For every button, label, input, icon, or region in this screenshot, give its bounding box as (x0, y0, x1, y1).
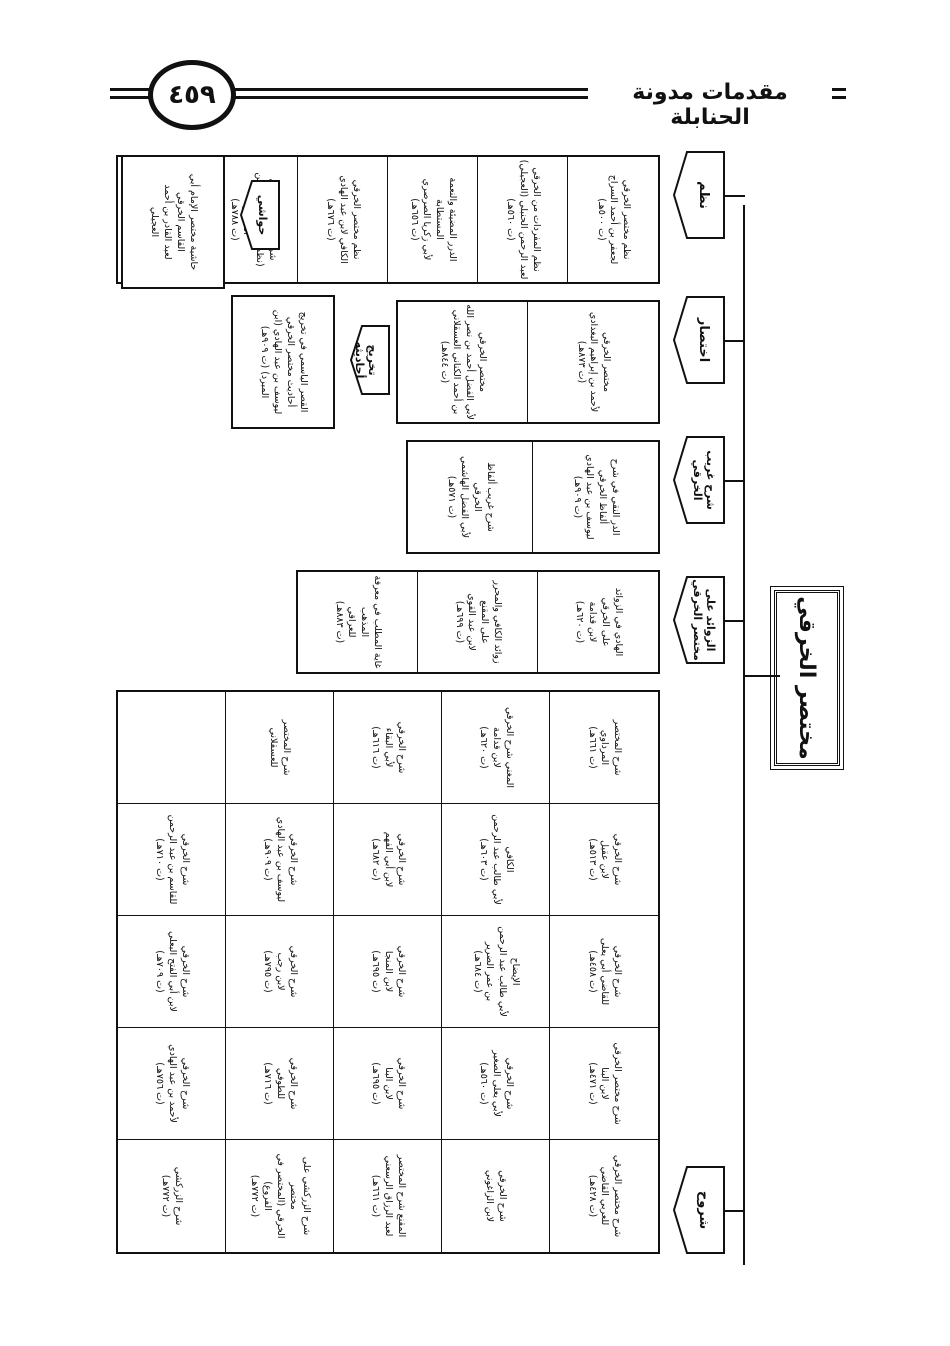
entry-cell: شرح الخرقي لأبي يعلى الصغير (ت ٥٦٠هـ) (442, 1028, 550, 1140)
entry-cell: شرح الخرقي ليوسف بن عبد الهادي (ت ٩٠٩هـ) (226, 804, 334, 916)
connector-gharib (725, 480, 745, 482)
entry-cell: شرح الزركشي على مختصر الخرقي (المختصر في… (226, 1140, 334, 1252)
entry-cell: نظم مختصر الخرقي لجعفر بن أحمد السراج (ت… (595, 174, 633, 265)
category-ikhtisar: اختصار (673, 296, 725, 384)
child-takhrij: القصر الياسمي في تخريج أحاديث مختصر الخر… (231, 295, 335, 429)
category-label: نظم (696, 181, 711, 209)
subcategory-hawashi: حواشي (239, 180, 280, 250)
header-rule-mid-top (232, 88, 588, 91)
category-label: شروح (696, 1190, 711, 1230)
child-hawashi: حاشية مختصر الإمام أبي القاسم الخرقي لعب… (121, 155, 225, 289)
entry-cell: شرح الخرقي لأبي البقاء (ت ٦١٦هـ) (334, 692, 442, 804)
subcategory-label: حواشي (256, 194, 269, 236)
tree-spine (743, 205, 745, 1265)
entry-cell: الدر النقي في شرح ألفاظ الخرقي ليوسف بن … (571, 454, 622, 540)
entry-cell: نظم مختصر الخرقي الكافي لابن عبد الهادي … (298, 157, 388, 282)
running-title: مقدمات مدونة الحنابلة (632, 80, 788, 130)
header-rule-left-top (110, 88, 150, 91)
entry-cell: المغني شرح الخرقي لابن قدامة (ت ٦٢٠هـ) (442, 692, 550, 804)
header-rule-left-bottom (110, 96, 150, 99)
root-connector (745, 675, 780, 677)
entry-cell: شرح الخرقي لابن المنجا (ت ٦٩٥هـ) (334, 916, 442, 1028)
group-shuruh: شرح مختصر الخرقي للعربي القاضي (ت ٤٢٨هـ)… (116, 690, 660, 1254)
group-gharib: الدر النقي في شرح ألفاظ الخرقي ليوسف بن … (406, 440, 660, 554)
entry-cell: الكافي لأبي طالب عبد الرحمن (ت ٦٠٣هـ) (442, 804, 550, 916)
diagram-rotated: مختصر الخرقي شروح شرح مختصر الخرقي للعرب… (100, 150, 860, 1310)
entry-cell: شرح غريب ألفاظ الخرقي لأبي الفضل الهاشمي… (408, 442, 533, 552)
entry-cell: شرح الخرقي للقاضي أبي يعلى (ت ٤٥٨هـ) (550, 916, 658, 1028)
chevron-shape-icon (239, 180, 280, 250)
entry-cell: شرح الخرقي لابن الزاغوني (442, 1140, 550, 1252)
entry-cell: شرح الخرقي لابن عقيل (ت ٥١٣هـ) (550, 804, 658, 916)
header-rule-mid-bottom (232, 96, 588, 99)
entry-cell: شرح الخرقي للقاسم بن عبد الرحمن (ت ٧١٠هـ… (118, 804, 226, 916)
entry-cell: شرح المختصر المرداوي (ت ٦٦١هـ) (550, 692, 658, 804)
entry-cell: زوائد الكافي والمحرر على المقنع لابن عبد… (418, 572, 538, 672)
category-label: الزوائد على مختصر الخرقي (691, 579, 717, 661)
chevron-shape-icon (673, 151, 725, 239)
entry-cell: نظم المفردات من الخرقي لعبد الرحمن الحنب… (478, 157, 568, 282)
chevron-shape-icon (673, 296, 725, 384)
root-node: مختصر الخرقي (772, 579, 842, 777)
entry-cell: الإيضاح لأبي طالب عبد الرحمن بن عمر الضر… (442, 916, 550, 1028)
entry-cell (118, 692, 226, 804)
connector-shuruh (725, 1210, 745, 1212)
entry-cell: مختصر الخرقي لأبي الفضل أحمد بن نصر الله… (398, 302, 528, 422)
entry-cell: شرح الزركشي (ت ٧٧٢هـ) (118, 1140, 226, 1252)
chevron-shape-icon (673, 576, 725, 664)
header-rule-right-bottom (832, 96, 846, 99)
category-nazm: نظم (673, 151, 725, 239)
page-header: ٤٥٩ مقدمات مدونة الحنابلة (0, 0, 950, 130)
entry-cell: المقنع شرح المختصر لعبد الرزاق الرسعني (… (334, 1140, 442, 1252)
entry-cell: شرح الخرقي لابن أبي الفتح البعلي (ت ٧٠٩ه… (118, 916, 226, 1028)
category-label: اختصار (696, 317, 711, 363)
chevron-shape-icon (673, 436, 725, 524)
category-gharib: شرح غريب الخرقي (673, 436, 725, 524)
header-rule-right-top (832, 88, 846, 91)
subcategory-label: تخريج أحاديثه (353, 341, 379, 379)
entry-cell: شرح الخرقي لابن أبي الفهم (ت ٦٨٢هـ) (334, 804, 442, 916)
category-label: شرح غريب الخرقي (691, 450, 717, 510)
entry-cell: الهادي في الزوائد على الخرقي لابن قدامة … (574, 587, 624, 657)
connector-zawaid (725, 620, 745, 622)
entry-cell: شرح الخرقي لابن البنا (ت ٦٩٥هـ) (334, 1028, 442, 1140)
connector-ikhtisar (725, 340, 745, 342)
entry-cell: شرح الخرقي للطوفي (ت ٧١٦هـ) (226, 1028, 334, 1140)
group-ikhtisar: مختصر الخرقي لأحمد بن إبراهيم البغدادي (… (396, 300, 660, 424)
entry-cell: شرح مختصر الخرقي للعربي القاضي (ت ٤٢٨هـ) (586, 1154, 624, 1238)
entry-cell: شرح الخرقي لأحمد بن عبد الهادي (ت ٧٥٦هـ) (118, 1028, 226, 1140)
subcategory-takhrij: تخريج أحاديثه (349, 325, 390, 395)
category-zawaid: الزوائد على مختصر الخرقي (673, 576, 725, 664)
entry-cell: غاية المطلب في معرفة المذهب للعراقي (ت ٨… (298, 572, 418, 672)
entry-cell: شرح المختصر للعسقلاني (226, 692, 334, 804)
entry-cell: شرح الخرقي لابن رجب (ت ٧٩٥هـ) (226, 916, 334, 1028)
connector-nazm (725, 195, 745, 197)
diagram: مختصر الخرقي شروح شرح مختصر الخرقي للعرب… (100, 150, 860, 1310)
chevron-shape-icon (349, 325, 390, 395)
chevron-shape-icon (673, 1166, 725, 1254)
page-number: ٤٥٩ (148, 60, 236, 130)
entry-cell: شرح مختصر الخرقي لابن البنا (ت ٤٧١هـ) (550, 1028, 658, 1140)
category-shuruh: شروح (673, 1166, 725, 1254)
entry-cell: مختصر الخرقي لأحمد بن إبراهيم البغدادي (… (575, 311, 613, 413)
group-zawaid: الهادي في الزوائد على الخرقي لابن قدامة … (296, 570, 660, 674)
entry-cell: الدرر المضيئة والنعمة المستطابة لأبي زكر… (388, 157, 478, 282)
